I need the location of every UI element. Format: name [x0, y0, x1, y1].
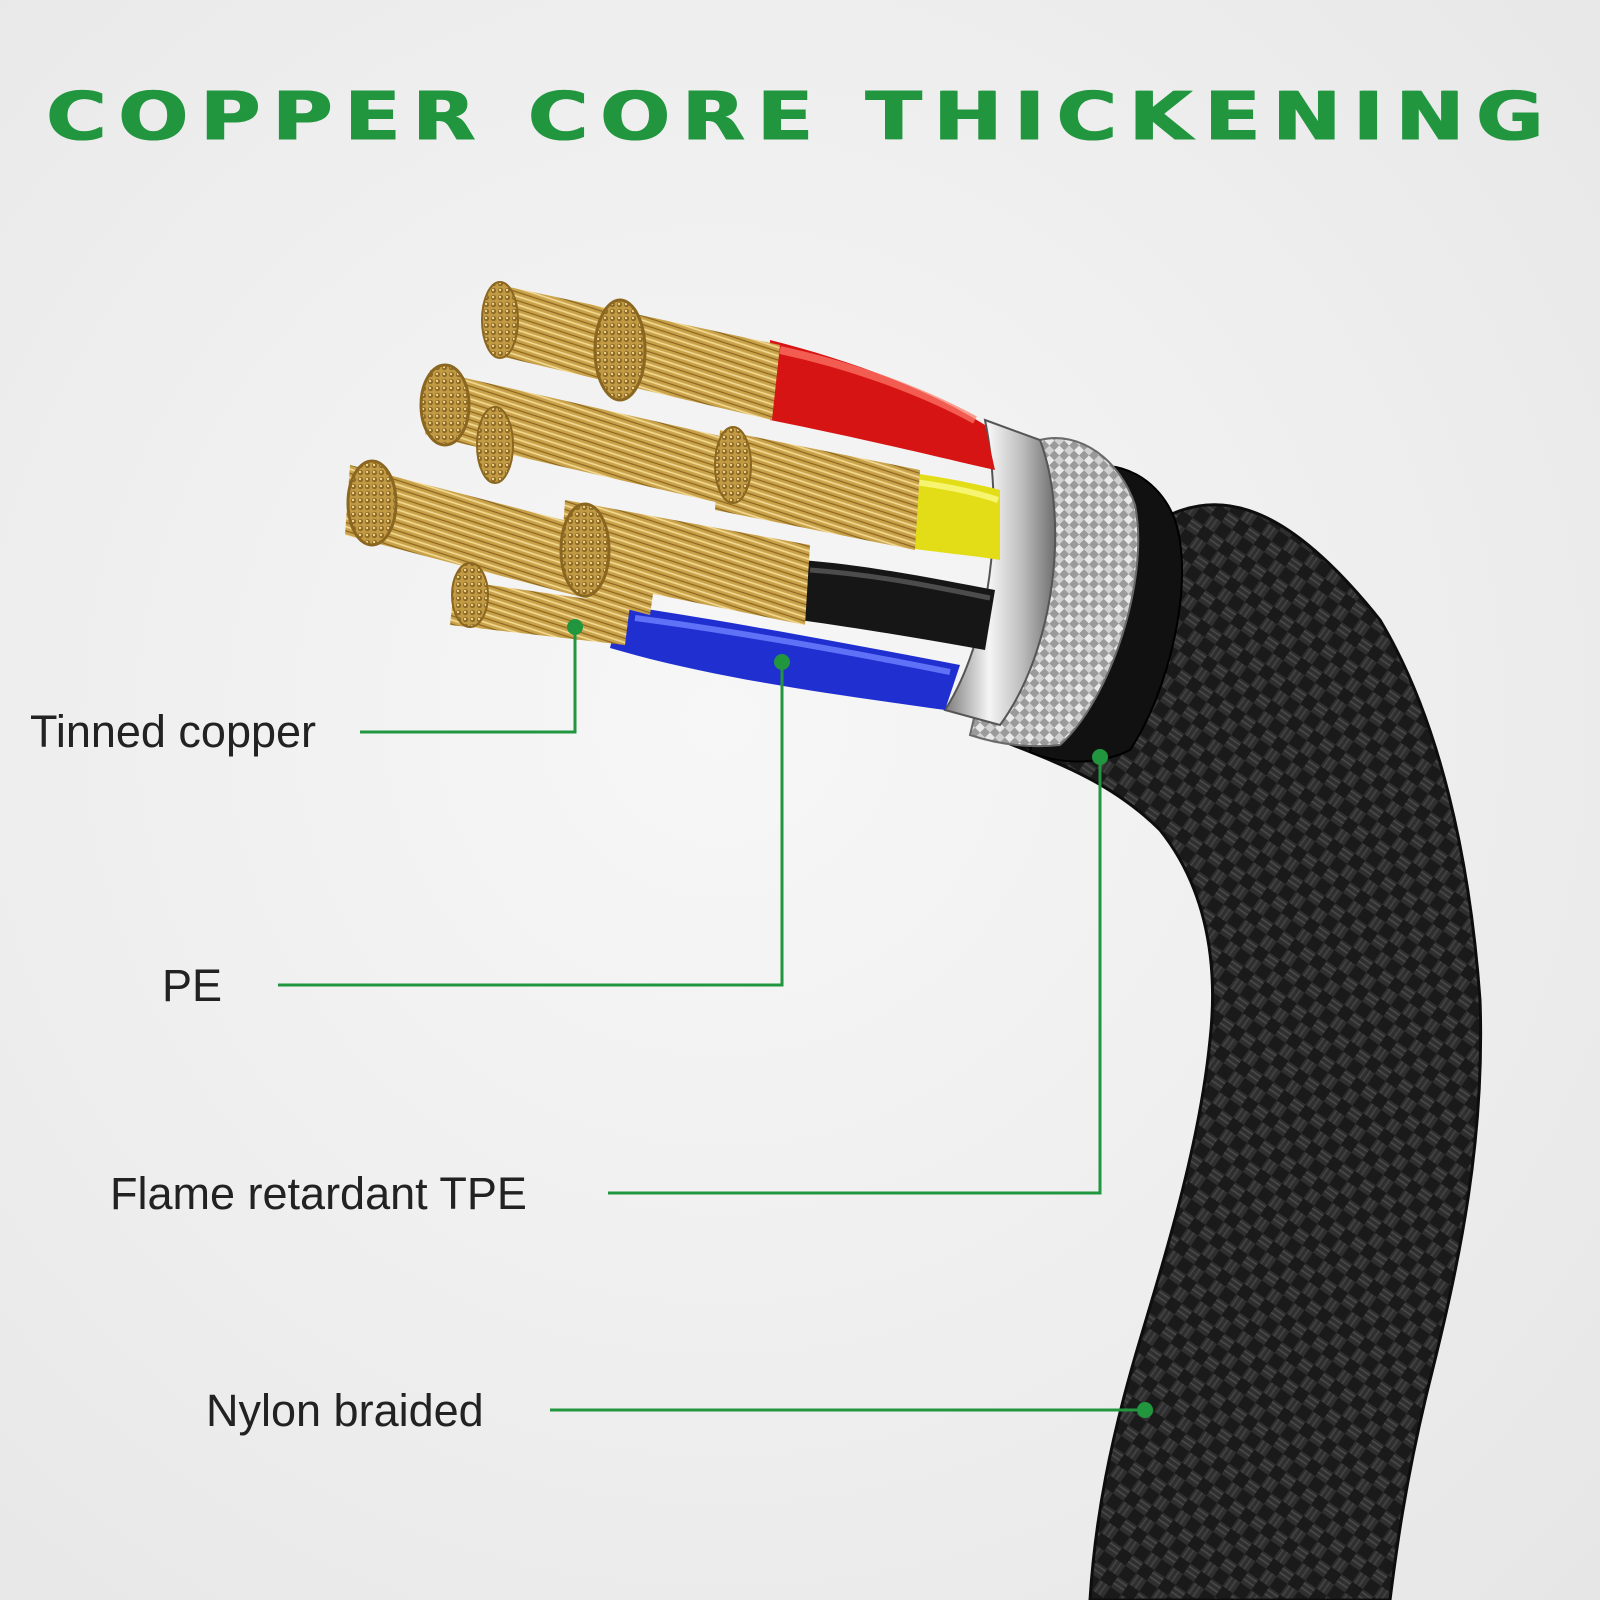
- copper-cut-end-4: [476, 406, 514, 484]
- copper-cut-end-5: [714, 426, 752, 504]
- leader-dot-flame-retardant: [1092, 749, 1108, 765]
- leader-dot-nylon: [1137, 1402, 1153, 1418]
- copper-cut-end-7: [559, 502, 611, 598]
- copper-cut-end-2: [593, 298, 647, 402]
- copper-cut-end-6: [346, 459, 398, 547]
- leader-dot-tinned-copper: [567, 619, 583, 635]
- red-wire-insulation: [770, 340, 995, 470]
- copper-strand-bundle-3: [715, 430, 920, 550]
- page-title: COPPER CORE THICKENING: [45, 78, 1555, 156]
- leader-line-flame-retardant: [608, 757, 1102, 1195]
- copper-cut-end-3: [419, 363, 471, 447]
- black-wire-highlight: [809, 567, 991, 601]
- copper-strand-bundle-2: [425, 370, 760, 510]
- blue-wire-highlight: [634, 615, 951, 675]
- label-pe: PE: [162, 960, 223, 1011]
- copper-strand-bundle-5: [560, 500, 810, 625]
- copper-cut-end-1: [481, 281, 519, 359]
- leader-line-tinned-copper: [360, 627, 577, 734]
- copper-cut-end-8: [451, 562, 489, 628]
- copper-strand-bundle-6: [450, 580, 630, 645]
- label-flame-retardant-tpe: Flame retardant TPE: [110, 1168, 527, 1219]
- leader-dot-pe: [774, 654, 790, 670]
- label-nylon-braided: Nylon braided: [206, 1385, 484, 1436]
- label-tinned-copper: Tinned copper: [30, 706, 317, 757]
- red-wire-highlight: [779, 346, 977, 424]
- leader-line-pe: [278, 662, 784, 987]
- nylon-braided-jacket: [999, 503, 1483, 1600]
- black-wire-insulation: [800, 560, 995, 650]
